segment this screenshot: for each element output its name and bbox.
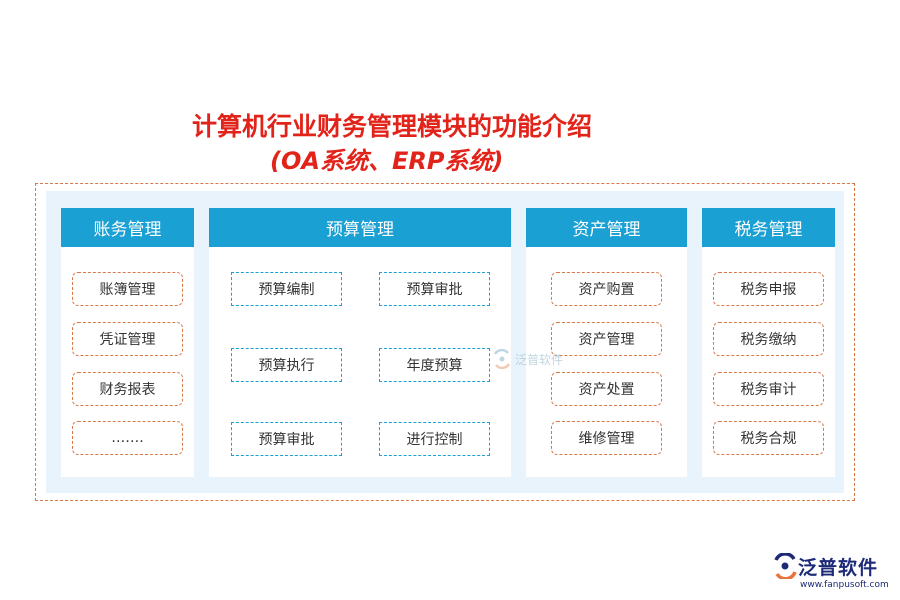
item-annual-budget: 年度预算 [379, 348, 490, 382]
item-tax-payment: 税务缴纳 [713, 322, 824, 356]
item-voucher: 凭证管理 [72, 322, 183, 356]
item-budget-execute: 预算执行 [231, 348, 342, 382]
module-frame: 账务管理 账簿管理 凭证管理 财务报表 ……. 预算管理 预算编制 预算审批 预… [35, 183, 855, 501]
column-accounting: 账务管理 账簿管理 凭证管理 财务报表 ……. [61, 208, 194, 477]
item-asset-management: 资产管理 [551, 322, 662, 356]
item-budget-approve: 预算审批 [379, 272, 490, 306]
item-tax-filing: 税务申报 [713, 272, 824, 306]
brand-name: 泛普软件 [798, 557, 879, 579]
column-header-accounting: 账务管理 [61, 208, 194, 247]
title-line-1: 计算机行业财务管理模块的功能介绍 [192, 112, 593, 141]
column-header-budget: 预算管理 [209, 208, 511, 247]
column-tax: 税务管理 税务申报 税务缴纳 税务审计 税务合规 [702, 208, 835, 477]
watermark: 泛普软件 [491, 348, 563, 370]
item-control: 进行控制 [379, 422, 490, 456]
column-header-tax: 税务管理 [702, 208, 835, 247]
column-budget: 预算管理 预算编制 预算审批 预算执行 年度预算 预算审批 进行控制 [209, 208, 511, 477]
item-asset-purchase: 资产购置 [551, 272, 662, 306]
item-more: ……. [72, 421, 183, 455]
brand-logo-icon [774, 553, 797, 579]
item-tax-compliance: 税务合规 [713, 421, 824, 455]
diagram-title: 计算机行业财务管理模块的功能介绍 (OA系统、ERP系统) [180, 110, 660, 178]
watermark-logo-icon [493, 348, 511, 370]
column-assets: 资产管理 资产购置 资产管理 资产处置 维修管理 [526, 208, 687, 477]
brand-url: www.fanpusoft.com [800, 580, 889, 590]
item-asset-disposal: 资产处置 [551, 372, 662, 406]
column-header-assets: 资产管理 [526, 208, 687, 247]
item-tax-audit: 税务审计 [713, 372, 824, 406]
title-line-2: (OA系统、ERP系统) [270, 147, 504, 175]
item-budget-compile: 预算编制 [231, 272, 342, 306]
item-ledger: 账簿管理 [72, 272, 183, 306]
item-budget-approve-2: 预算审批 [231, 422, 342, 456]
module-panel: 账务管理 账簿管理 凭证管理 财务报表 ……. 预算管理 预算编制 预算审批 预… [46, 191, 844, 493]
watermark-text: 泛普软件 [515, 352, 564, 367]
item-financial-report: 财务报表 [72, 372, 183, 406]
brand-logo: 泛普软件 www.fanpusoft.com [770, 553, 895, 593]
item-maintenance: 维修管理 [551, 421, 662, 455]
